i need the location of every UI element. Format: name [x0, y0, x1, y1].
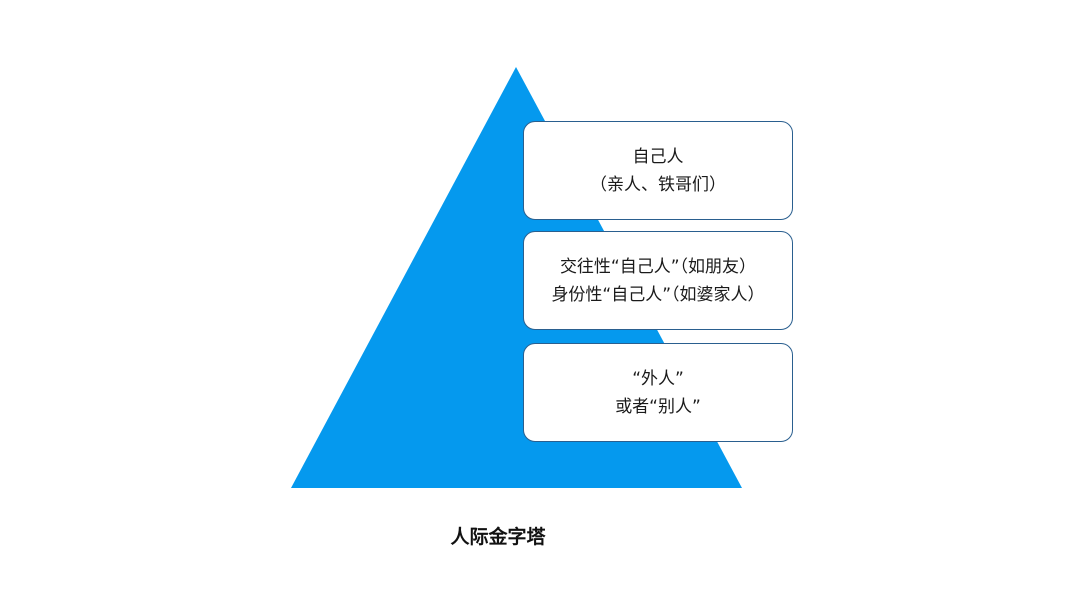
level-2-line-1: 交往性“自己人”（如朋友） — [559, 256, 757, 277]
level-3-line-2: 或者“别人” — [615, 396, 701, 417]
level-2-line-2: 身份性“自己人”（如婆家人） — [551, 284, 765, 305]
level-box-outer-circle: “外人” 或者“别人” — [523, 343, 793, 442]
diagram-caption: 人际金字塔 — [450, 526, 546, 548]
level-3-line-1: “外人” — [632, 368, 684, 389]
level-1-title: 自己人 — [632, 146, 684, 167]
level-box-inner-circle: 自己人 （亲人、铁哥们） — [523, 121, 793, 220]
level-1-subtitle: （亲人、铁哥们） — [590, 174, 726, 195]
level-box-middle-circle: 交往性“自己人”（如朋友） 身份性“自己人”（如婆家人） — [523, 231, 793, 330]
